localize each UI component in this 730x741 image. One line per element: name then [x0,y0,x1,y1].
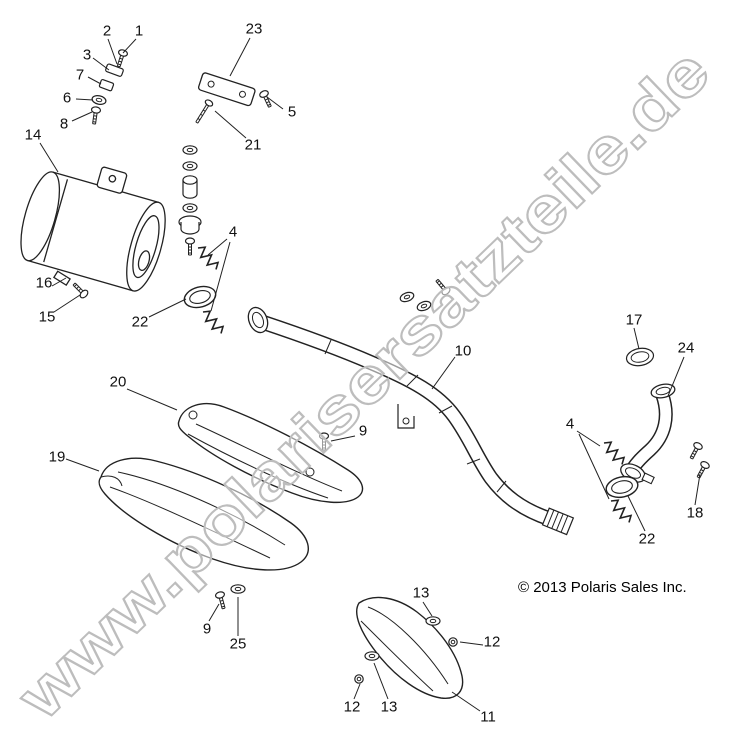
callout-14: 14 [24,126,42,144]
muffler-shape [20,166,166,292]
muffler-clip-16 [52,270,71,287]
callout-2: 2 [102,22,112,40]
callout-22: 22 [638,530,656,548]
elbow-bolt-18b [693,459,711,481]
callout-25: 25 [229,635,247,653]
pipe-flex-tip [541,507,575,536]
spring-4d [607,496,635,526]
clamp-ring-17 [624,345,656,369]
spring-4c [600,438,628,468]
heat-shield-upper [177,403,364,504]
hardware-stack [178,145,202,256]
shield-nut-12a [448,637,458,647]
callout-17: 17 [625,311,643,329]
clip-bolt-15 [70,280,90,300]
callout-1: 1 [134,22,144,40]
heat-shield-rear [356,596,464,699]
callout-12: 12 [483,633,501,651]
spring-4b [199,307,227,337]
callout-11: 11 [480,708,496,726]
callout-23: 23 [245,20,263,38]
callout-4: 4 [565,415,575,433]
bracket-screw-21 [195,99,214,124]
callout-15: 15 [38,308,56,326]
callout-9: 9 [202,620,212,638]
shield-washer-25 [230,584,246,594]
elbow-bolt-18a [686,440,704,462]
callout-3: 3 [82,46,92,64]
callout-16: 16 [35,274,53,292]
callout-24: 24 [677,339,695,357]
callout-20: 20 [109,373,127,391]
callout-13: 13 [380,698,398,716]
callout-22: 22 [131,313,149,331]
callout-5: 5 [287,103,297,121]
bracket-23 [195,72,275,124]
elbow-pipe [620,383,676,485]
callout-7: 7 [75,66,85,84]
copyright-text: © 2013 Polaris Sales Inc. [518,579,687,596]
callout-18: 18 [686,504,704,522]
callout-21: 21 [244,136,262,154]
callout-4: 4 [228,223,238,241]
exhaust-headpipe [247,276,575,536]
callout-10: 10 [454,342,472,360]
callout-13: 13 [412,584,430,602]
callout-8: 8 [59,115,69,133]
callout-9: 9 [358,422,368,440]
callout-12: 12 [343,698,361,716]
shield-washer-13b [364,651,380,661]
shield-nut-12b [354,674,364,684]
muffler-mount-hardware [88,48,129,126]
callout-6: 6 [62,89,72,107]
heat-shield-lower [98,457,309,571]
spring-4a [194,243,222,273]
callout-19: 19 [48,448,66,466]
pipe-bracket-tab [397,404,415,429]
shield-washer-13a [425,616,441,626]
bracket-bolt-5 [258,88,275,110]
leader-lines [39,37,701,712]
